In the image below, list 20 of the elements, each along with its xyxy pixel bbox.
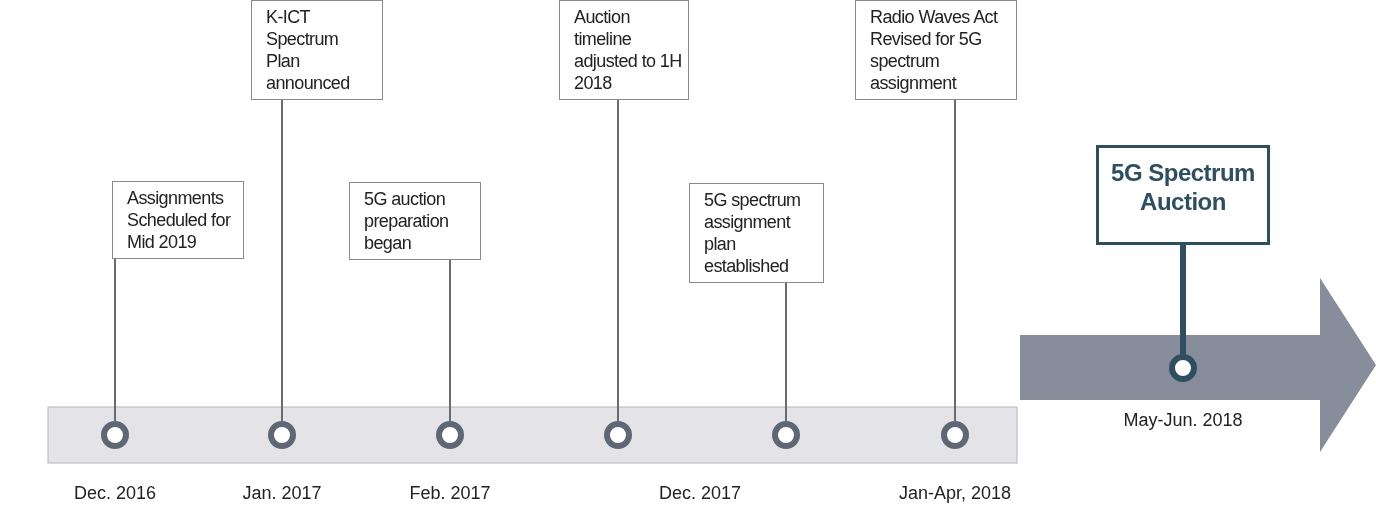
connector-line bbox=[1180, 245, 1186, 354]
date-label: Jan. 2017 bbox=[242, 483, 322, 504]
event-box: 5G spectrum assignment plan established bbox=[689, 183, 824, 283]
connector-line bbox=[114, 258, 116, 422]
date-label: Feb. 2017 bbox=[409, 483, 491, 504]
connector-line bbox=[617, 99, 619, 422]
connector-line bbox=[785, 282, 787, 422]
event-box: K-ICT Spectrum Plan announced bbox=[251, 0, 383, 100]
connector-line bbox=[449, 259, 451, 422]
connector-line bbox=[954, 99, 956, 422]
event-box: Radio Waves Act Revised for 5G spectrum assignment bbox=[855, 0, 1017, 100]
event-box: 5G auction preparation began bbox=[349, 182, 481, 260]
date-label: Jan-Apr, 2018 bbox=[898, 483, 1012, 504]
date-label: May-Jun. 2018 bbox=[1123, 410, 1243, 431]
event-box: Assignments Scheduled for Mid 2019 bbox=[112, 181, 244, 259]
connector-line bbox=[281, 99, 283, 422]
highlight-event-box: 5G Spectrum Auction bbox=[1096, 145, 1270, 245]
date-label: Dec. 2016 bbox=[73, 483, 157, 504]
date-label: Dec. 2017 bbox=[658, 483, 742, 504]
event-box: Auction timeline adjusted to 1H 2018 bbox=[559, 0, 689, 100]
